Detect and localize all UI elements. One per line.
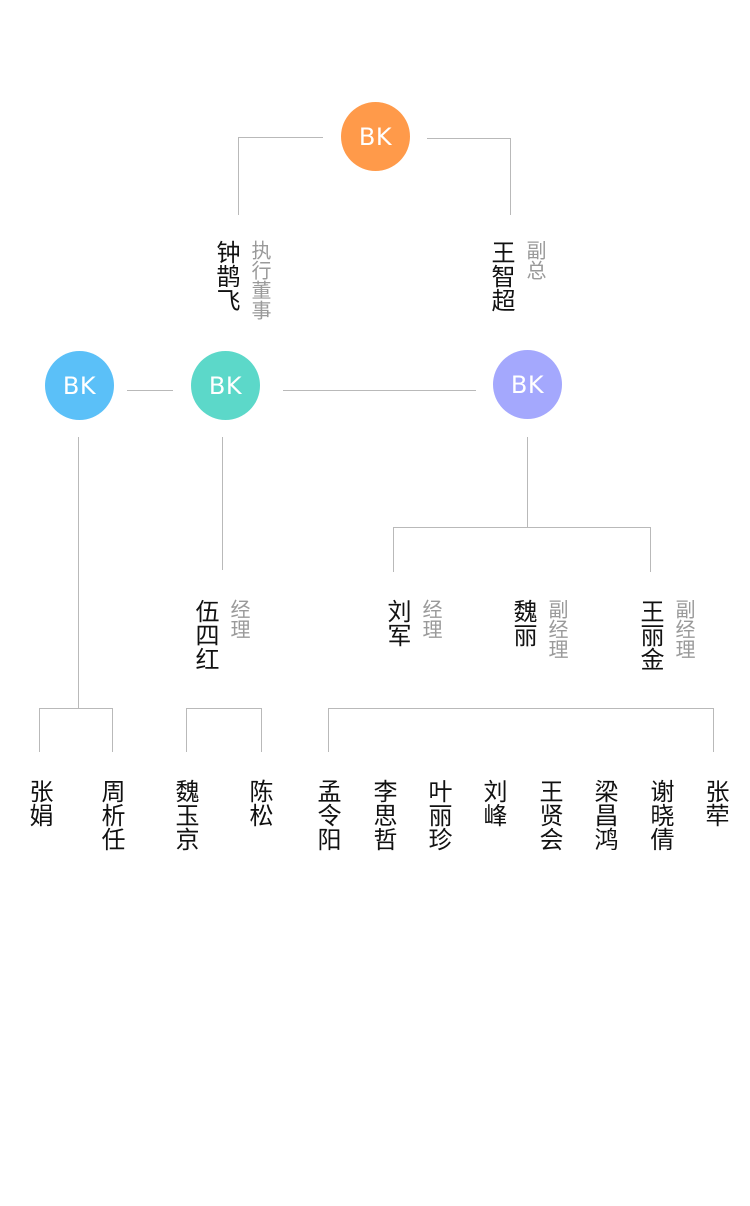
leaf-name: 李思哲 [369, 779, 397, 851]
leaf-name: 梁昌鸿 [590, 779, 618, 851]
leaf-name: 刘峰 [479, 779, 507, 827]
leaf-name: 张荦 [701, 779, 729, 827]
left-extra-avatar-text: BK [62, 371, 97, 400]
left-exec-title: 执行董事 [248, 240, 272, 320]
connector-line [510, 138, 511, 215]
manager-name: 刘军 [383, 599, 411, 647]
connector-line [393, 527, 394, 572]
root-avatar-text: BK [358, 122, 393, 151]
connector-line [393, 527, 651, 528]
manager-title: 副经理 [672, 599, 696, 659]
right-vp-title: 副总 [523, 240, 547, 280]
right-vp-avatar-text: BK [510, 370, 545, 399]
right-vp-name: 王智超 [487, 240, 515, 312]
connector-line [328, 708, 329, 752]
connector-line [238, 137, 239, 215]
manager-name: 魏丽 [509, 599, 537, 647]
connector-line [527, 437, 528, 527]
connector-line [283, 390, 476, 391]
connector-line [39, 708, 113, 709]
leaf-name: 叶丽珍 [424, 779, 452, 851]
connector-line [650, 527, 651, 572]
connector-line [328, 708, 714, 709]
connector-line [112, 708, 113, 752]
manager-name: 伍四红 [191, 599, 219, 671]
connector-line [186, 708, 262, 709]
leaf-name: 谢晓倩 [646, 779, 674, 851]
left-extra-avatar[interactable]: BK [45, 351, 114, 420]
connector-line [261, 708, 262, 752]
connector-line [78, 437, 79, 708]
connector-line [427, 138, 511, 139]
leaf-name: 王贤会 [535, 779, 563, 851]
leaf-name: 魏玉京 [171, 779, 199, 851]
right-vp-avatar[interactable]: BK [493, 350, 562, 419]
leaf-name: 孟令阳 [313, 779, 341, 851]
leaf-name: 张娟 [25, 779, 53, 827]
connector-line [238, 137, 323, 138]
connector-line [127, 390, 173, 391]
manager-title: 经理 [227, 599, 251, 639]
left-exec-name: 钟鹊飞 [212, 240, 240, 312]
manager-name: 王丽金 [636, 599, 664, 671]
leaf-name: 周析任 [97, 779, 125, 851]
connector-line [222, 437, 223, 570]
connector-line [713, 708, 714, 752]
manager-title: 经理 [419, 599, 443, 639]
connector-line [186, 708, 187, 752]
left-exec-avatar-text: BK [208, 371, 243, 400]
left-exec-avatar[interactable]: BK [191, 351, 260, 420]
manager-title: 副经理 [545, 599, 569, 659]
leaf-name: 陈松 [245, 779, 273, 827]
root-avatar[interactable]: BK [341, 102, 410, 171]
connector-line [39, 708, 40, 752]
